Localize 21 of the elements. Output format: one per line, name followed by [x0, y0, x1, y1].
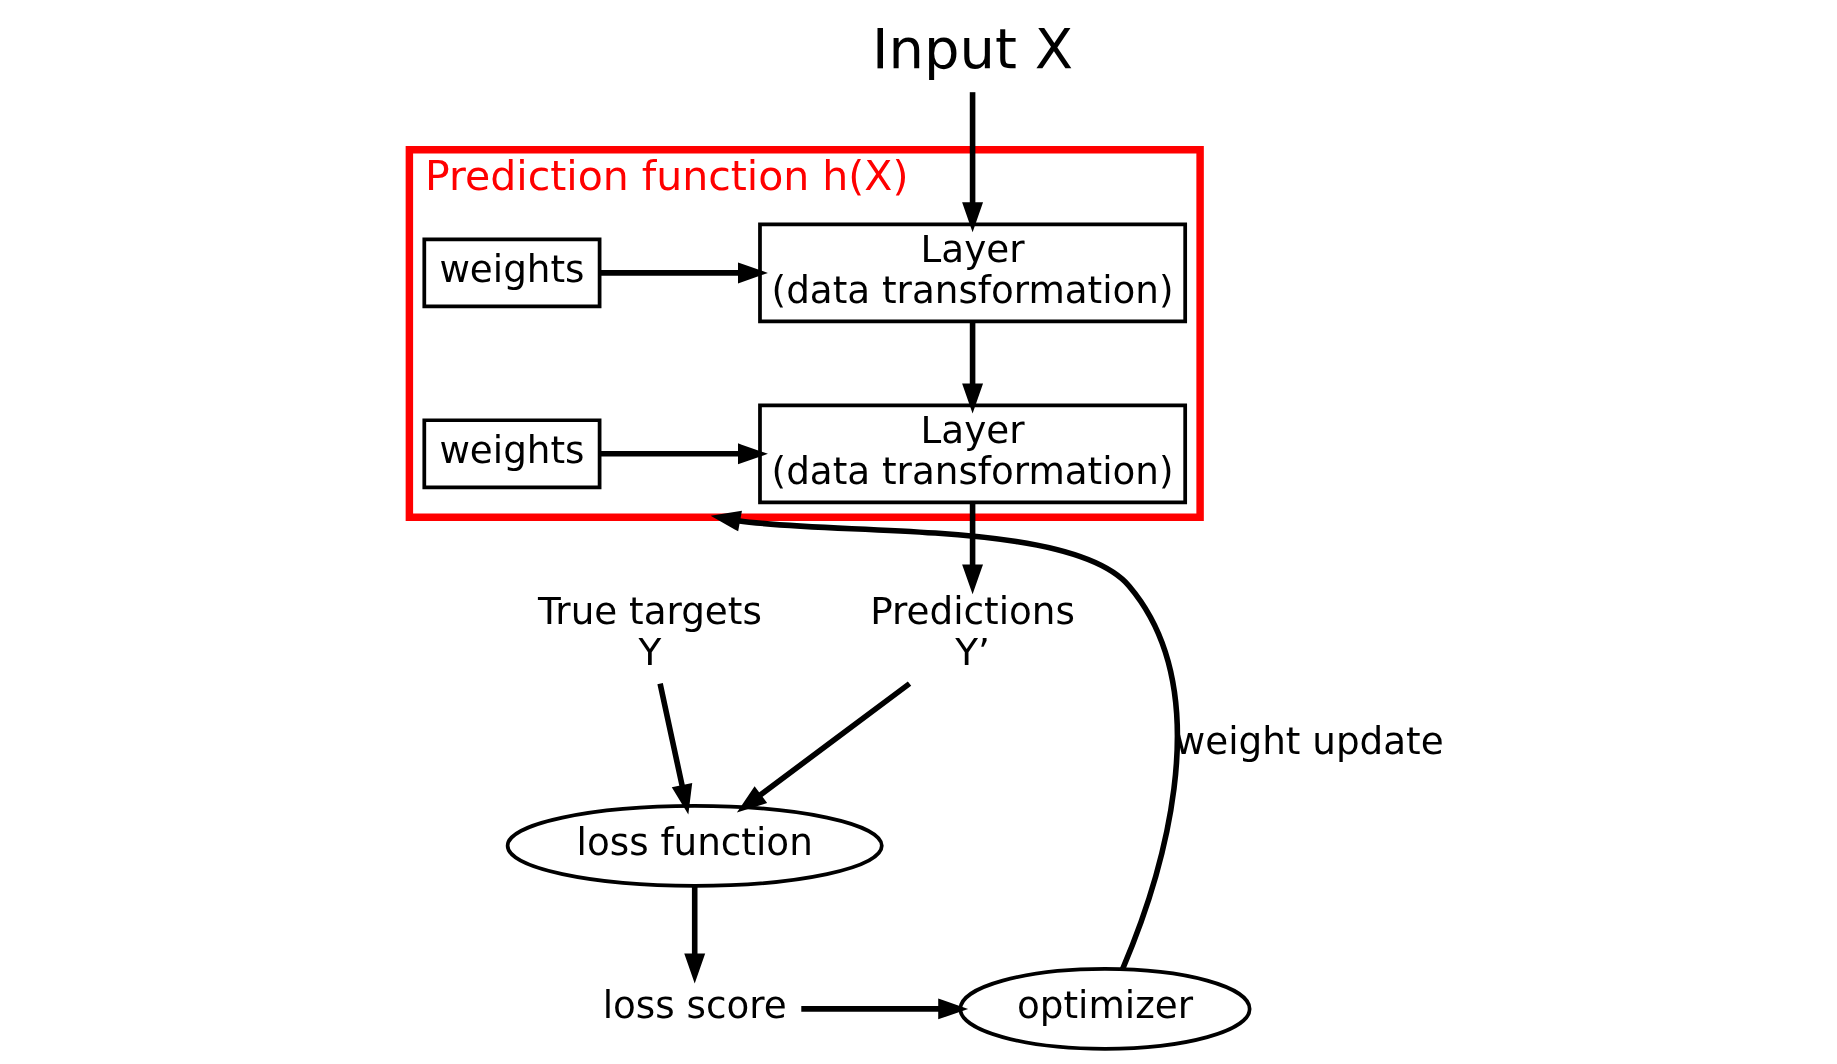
arrow — [600, 262, 768, 284]
arrow — [801, 998, 969, 1020]
node-text: True targets Y — [538, 588, 762, 674]
edge-label: weight update — [1174, 719, 1444, 764]
arrow — [736, 681, 912, 813]
arrow — [962, 322, 984, 414]
node-box: weights — [422, 418, 602, 490]
node-box: Layer (data transformation) — [758, 222, 1188, 324]
node-ellipse: loss function — [505, 804, 884, 888]
node-box: weights — [422, 237, 602, 309]
node-text: Input X — [872, 15, 1074, 81]
arrow — [684, 885, 706, 984]
node-box: Layer (data transformation) — [758, 403, 1188, 505]
arrow — [710, 510, 1180, 971]
arrow — [962, 92, 984, 233]
arrow — [962, 503, 984, 595]
arrow — [600, 443, 768, 465]
node-text: loss score — [602, 983, 787, 1028]
node-text: Predictions Y’ — [870, 588, 1075, 674]
arrow — [657, 683, 693, 815]
node-ellipse: optimizer — [958, 967, 1252, 1051]
